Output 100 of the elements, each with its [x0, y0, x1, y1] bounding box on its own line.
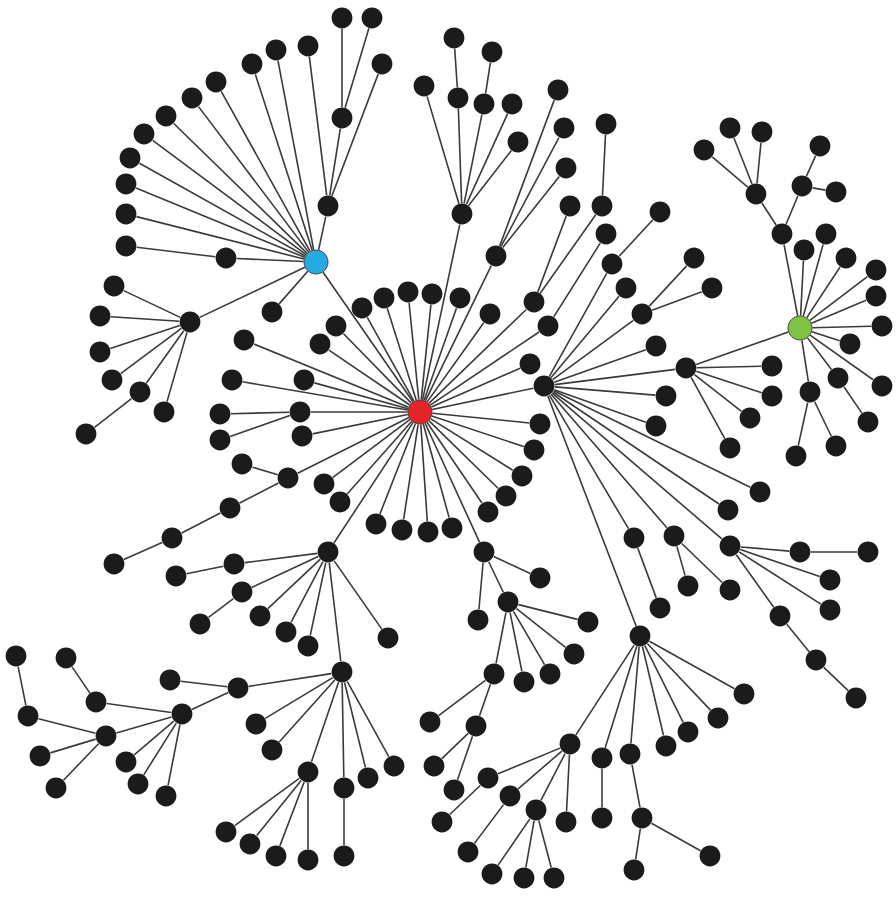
- node-dot: [333, 777, 355, 799]
- connector-line: [601, 134, 607, 196]
- node-dot: [827, 367, 849, 389]
- node-dot: [165, 565, 187, 587]
- node-dot: [595, 113, 617, 135]
- node-dot: [645, 335, 667, 357]
- connector-line: [618, 219, 654, 257]
- node-dot: [441, 517, 463, 539]
- connector-line: [429, 417, 514, 472]
- connector-line: [497, 818, 531, 866]
- node-dot: [261, 739, 283, 761]
- node-dot: [303, 249, 329, 275]
- node-dot: [215, 247, 237, 269]
- node-dot: [825, 435, 847, 457]
- connector-line: [386, 307, 418, 401]
- connector-line: [453, 48, 459, 89]
- connector-line: [463, 113, 483, 205]
- connector-line: [422, 423, 450, 519]
- node-dot: [55, 647, 77, 669]
- node-dot: [95, 725, 117, 747]
- node-dot: [297, 635, 319, 657]
- node-dot: [699, 845, 721, 867]
- connector-line: [537, 215, 567, 293]
- node-dot: [89, 341, 111, 363]
- node-dot: [127, 773, 149, 795]
- node-dot: [769, 605, 791, 627]
- node-dot: [839, 333, 861, 355]
- connector-line: [428, 308, 527, 405]
- connector-line: [426, 95, 460, 205]
- connector-line: [145, 329, 185, 384]
- node-dot: [857, 411, 879, 433]
- connector-line: [823, 666, 849, 692]
- node-dot: [397, 281, 419, 303]
- connector-line: [331, 418, 411, 479]
- connector-line: [553, 348, 647, 384]
- connector-line: [142, 722, 178, 776]
- node-dot: [595, 223, 617, 245]
- connector-line: [311, 413, 409, 435]
- connector-line: [551, 392, 723, 540]
- connector-line: [310, 411, 409, 413]
- node-dot: [153, 401, 175, 423]
- connector-line: [135, 187, 306, 259]
- node-dot: [103, 553, 125, 575]
- connector-line: [651, 290, 703, 312]
- connector-line: [197, 105, 310, 253]
- connector-line: [843, 386, 863, 414]
- connector-line: [695, 331, 790, 366]
- connector-line: [167, 723, 181, 787]
- connector-line: [813, 400, 833, 438]
- node-dot: [519, 353, 541, 375]
- node-dot: [739, 407, 761, 429]
- node-dot: [555, 811, 577, 833]
- node-dot: [615, 277, 637, 299]
- node-dot: [645, 415, 667, 437]
- connector-line: [37, 717, 97, 735]
- node-dot: [391, 519, 413, 541]
- connector-line: [809, 334, 874, 381]
- node-dot: [431, 811, 453, 833]
- node-dot: [447, 87, 469, 109]
- connector-line: [278, 270, 309, 305]
- node-dot: [693, 139, 715, 161]
- node-dot: [119, 147, 141, 169]
- node-dot: [623, 859, 645, 881]
- connector-line: [251, 555, 319, 589]
- connector-line: [236, 257, 305, 263]
- connector-line: [565, 754, 571, 812]
- node-dot: [871, 375, 893, 397]
- connector-line: [467, 149, 513, 207]
- node-dot: [787, 315, 813, 341]
- connector-line: [341, 28, 343, 108]
- node-dot: [331, 7, 353, 29]
- connector-line: [220, 90, 311, 252]
- connector-line: [151, 139, 307, 256]
- node-dot: [761, 355, 783, 377]
- connector-line: [62, 743, 100, 781]
- node-dot: [233, 329, 255, 351]
- node-dot: [499, 785, 521, 807]
- node-dot: [631, 303, 653, 325]
- connector-line: [811, 330, 841, 342]
- node-dot: [591, 195, 613, 217]
- node-dot: [407, 399, 433, 425]
- connector-line: [650, 822, 702, 852]
- node-dot: [261, 301, 283, 323]
- node-dot: [483, 663, 505, 685]
- connector-line: [243, 552, 319, 564]
- connector-line: [317, 215, 327, 251]
- connector-line: [761, 202, 777, 226]
- node-dot: [417, 521, 439, 543]
- node-dot: [473, 541, 495, 563]
- node-dot: [103, 275, 125, 297]
- connector-line: [255, 779, 303, 837]
- connector-line: [634, 827, 642, 861]
- node-dot: [537, 315, 559, 337]
- node-dot: [825, 181, 847, 203]
- connector-line: [135, 246, 217, 258]
- node-dot: [819, 569, 841, 591]
- node-dot: [513, 867, 535, 889]
- connector-line: [473, 803, 505, 845]
- node-dot: [749, 481, 771, 503]
- node-dot: [577, 611, 599, 633]
